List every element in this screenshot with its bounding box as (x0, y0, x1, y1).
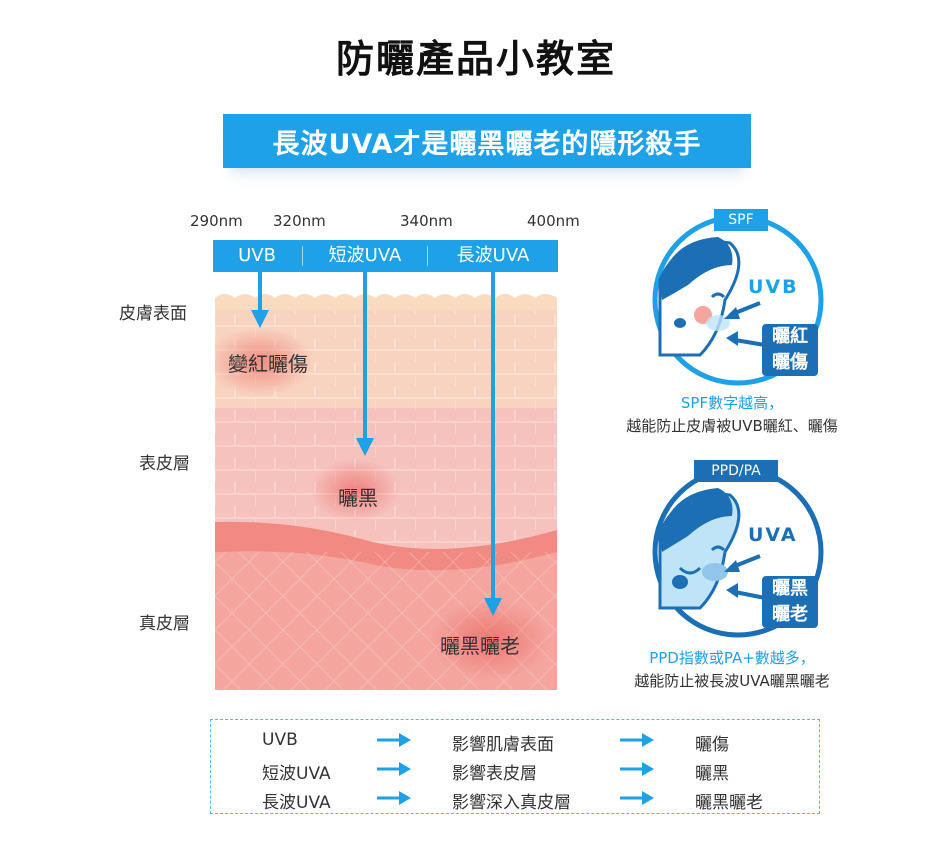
summary-arrows-col1 (377, 733, 411, 805)
ppd-effect-box: 曬黑 曬老 (762, 576, 818, 628)
arrow-right-icon (377, 733, 411, 747)
uv-band-header: UVB 短波UVA 長波UVA (213, 240, 558, 272)
summary-result: 曬傷 (695, 735, 729, 755)
summary-result: 曬黑曬老 (695, 793, 763, 813)
spf-effect-box: 曬紅 曬傷 (762, 324, 818, 376)
band-divider (427, 246, 428, 266)
spf-tag: SPF (714, 209, 768, 231)
spf-effect-line2: 曬傷 (772, 352, 808, 373)
ppd-effect-line1: 曬黑 (772, 578, 808, 599)
ppd-effect-line2: 曬老 (772, 604, 808, 625)
effect-label-sunburn: 變紅曬傷 (228, 352, 308, 376)
summary-ray: UVB (262, 730, 298, 750)
arrow-right-icon (620, 762, 654, 776)
arrow-right-icon (377, 791, 411, 805)
layer-label-epidermis: 表皮層 (139, 454, 190, 474)
spf-ray-label: UVB (748, 276, 799, 298)
band-long-uva: 長波UVA (456, 245, 530, 266)
arrow-right-icon (620, 791, 654, 805)
effect-label-tan: 曬黑 (338, 486, 378, 510)
ppd-tag: PPD/PA (694, 460, 778, 482)
ppd-caption-line2: 越能防止被長波UVA曬黑曬老 (634, 672, 830, 690)
wavelength-label-320: 320nm (273, 212, 326, 230)
summary-ray: 短波UVA (262, 764, 331, 784)
page-title: 防曬產品小教室 (335, 37, 616, 81)
summary-impact: 影響肌膚表面 (452, 735, 554, 755)
subtitle-banner: 長波UVA才是曬黑曬老的隱形殺手 (223, 114, 751, 168)
arrow-right-icon (620, 733, 654, 747)
band-uvb: UVB (238, 245, 276, 266)
arrow-right-icon (377, 762, 411, 776)
band-short-uva: 短波UVA (328, 245, 402, 266)
ppd-caption-line1: PPD指數或PA+數越多， (649, 649, 815, 667)
summary-ray: 長波UVA (262, 793, 331, 813)
band-divider (302, 246, 303, 266)
short-uva-arrow (356, 272, 374, 456)
penetration-arrows (251, 272, 502, 616)
long-uva-arrow (484, 272, 502, 616)
effect-label-tan-aging: 曬黑曬老 (440, 634, 520, 658)
subtitle-text: 長波UVA才是曬黑曬老的隱形殺手 (272, 128, 702, 160)
skin-cross-section (215, 294, 557, 690)
spf-effect-line1: 曬紅 (772, 326, 808, 347)
spf-caption-line2: 越能防止皮膚被UVB曬紅、曬傷 (626, 417, 838, 435)
summary-table (210, 719, 820, 814)
summary-result: 曬黑 (695, 764, 729, 784)
layer-label-dermis: 真皮層 (139, 614, 190, 634)
wavelength-label-400: 400nm (527, 212, 580, 230)
layer-label-surface: 皮膚表面 (119, 304, 187, 324)
ppd-ray-label: UVA (748, 524, 798, 546)
wavelength-label-290: 290nm (190, 212, 243, 230)
summary-impact: 影響深入真皮層 (452, 793, 571, 813)
spf-caption-line1: SPF數字越高， (680, 394, 784, 412)
wavelength-label-340: 340nm (400, 212, 453, 230)
summary-arrows-col2 (620, 733, 654, 805)
summary-impact: 影響表皮層 (452, 764, 537, 784)
uvb-arrow (251, 272, 269, 328)
